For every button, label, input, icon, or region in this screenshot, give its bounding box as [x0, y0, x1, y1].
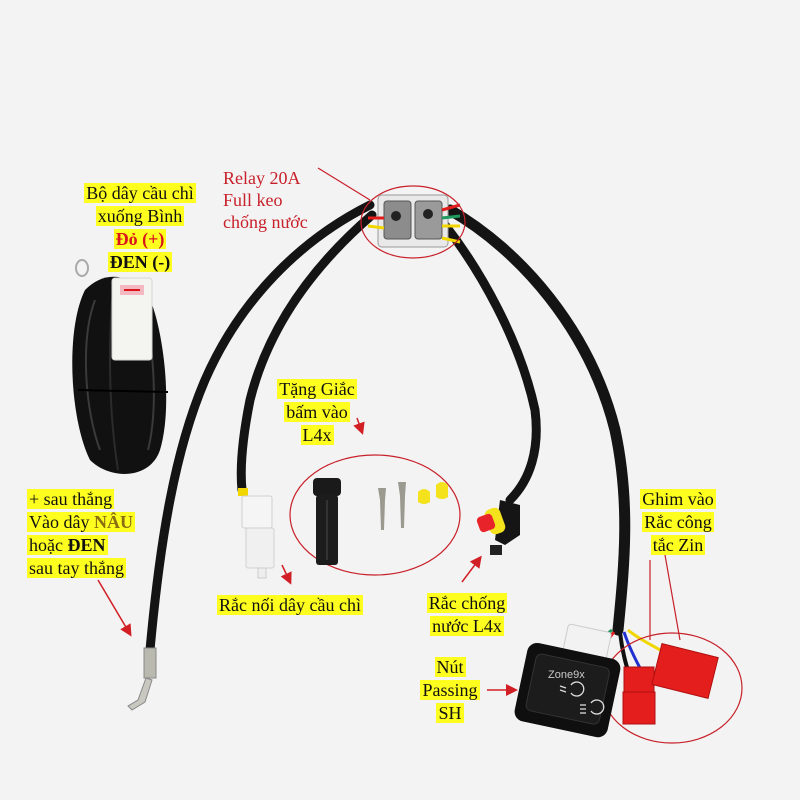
red-oem-connectors [622, 643, 719, 725]
passing-switch: Zone9x [514, 623, 621, 738]
cable-bundle [145, 200, 631, 655]
relay-callout-circle [360, 185, 466, 259]
label-brake-wire: + sau thắng Vào dây NÂU hoặc ĐEN sau tay… [27, 489, 135, 578]
brake-spade-terminal [127, 647, 157, 711]
gift-kit-callout-circle [289, 454, 461, 576]
gift-connector-kit [313, 478, 448, 565]
white-fuse-connector [238, 488, 275, 579]
switch-watermark: Zone9x [548, 669, 585, 681]
label-pin-into-oem: Ghim vào Rắc công tắc Zin [640, 489, 716, 555]
red-connectors-callout-line [649, 554, 681, 641]
label-passing-switch: Nút Passing SH [420, 657, 480, 723]
relay-callout-line [317, 167, 371, 201]
annotation-arrows [97, 417, 518, 696]
high-beam-icon [580, 699, 605, 715]
label-relay: Relay 20A Full keo chống nước [223, 168, 308, 232]
fuse-cable-coil [72, 259, 169, 474]
low-beam-icon [559, 681, 585, 697]
label-waterproof-connector: Rắc chống nước L4x [426, 593, 508, 636]
label-fuse-connector: Rắc nối dây cầu chì [217, 595, 363, 615]
waterproof-l4x-connector [476, 500, 520, 555]
label-gift-connector: Tặng Giắc bấm vào L4x [277, 379, 357, 445]
label-fuse-kit: Bộ dây cầu chì xuống Bình Đỏ (+) ĐEN (-) [84, 183, 196, 272]
relay-box [367, 194, 461, 248]
